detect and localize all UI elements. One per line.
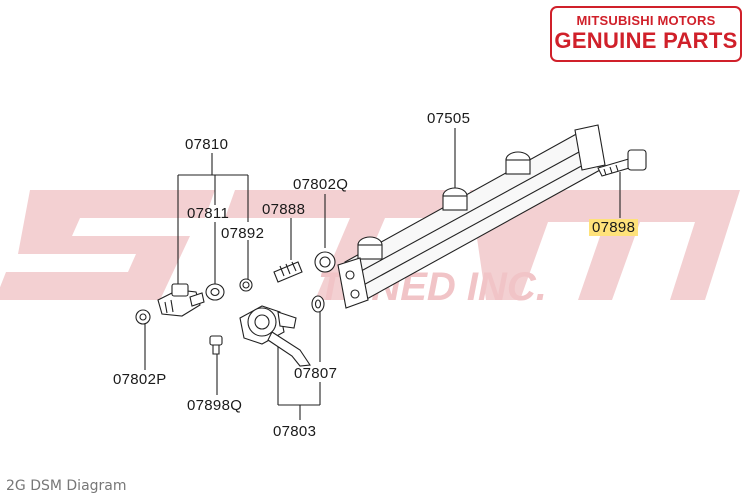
brand-line2: GENUINE PARTS xyxy=(554,28,738,53)
label-07898-highlighted: 07898 xyxy=(589,219,639,236)
label-07807: 07807 xyxy=(294,365,338,382)
label-07802q: 07802Q xyxy=(293,176,349,193)
o-ring-07802q xyxy=(314,251,336,273)
label-07810: 07810 xyxy=(185,136,229,153)
diagram-caption: 2G DSM Diagram xyxy=(6,478,127,494)
rail-bolt xyxy=(597,149,647,177)
label-07888: 07888 xyxy=(262,201,306,218)
label-07803: 07803 xyxy=(273,423,317,440)
pressure-regulator xyxy=(239,305,311,367)
leader-lines xyxy=(144,128,621,420)
label-07892: 07892 xyxy=(221,225,265,242)
label-07505: 07505 xyxy=(427,110,471,127)
injector xyxy=(157,283,205,317)
brand-logo: MITSUBISHI MOTORS GENUINE PARTS xyxy=(550,6,742,62)
label-07802p: 07802P xyxy=(113,371,167,388)
injector-grommets xyxy=(135,278,253,325)
label-07811: 07811 xyxy=(187,205,230,222)
regulator-bolt xyxy=(209,335,223,355)
brand-line1: MITSUBISHI MOTORS xyxy=(576,13,716,28)
o-ring-07807 xyxy=(311,295,325,313)
label-07898q: 07898Q xyxy=(187,397,243,414)
injector-clip xyxy=(273,261,303,283)
